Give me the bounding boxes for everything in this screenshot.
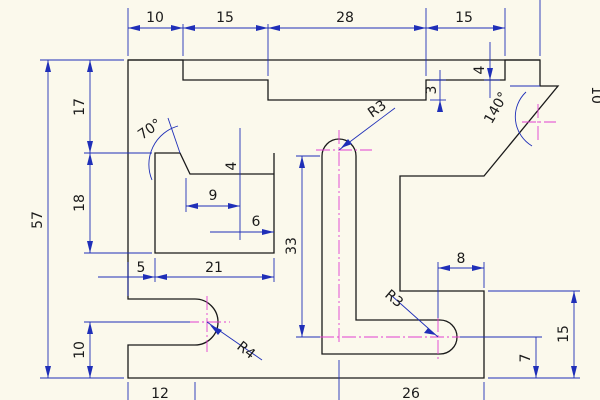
l-shaped-slot [321, 138, 458, 355]
radius-r4: R4 [234, 339, 259, 363]
dimension-labels: 10 15 28 15 57 17 18 10 70° 4 9 6 5 21 3… [30, 10, 600, 400]
dim-low-5: 5 [137, 260, 146, 276]
dim-notch-4: 4 [224, 161, 240, 170]
dim-top-10: 10 [146, 10, 164, 26]
dim-step-4: 4 [472, 65, 488, 74]
dim-right-15: 15 [556, 325, 572, 343]
angle-140: 140° [481, 89, 512, 126]
dim-right-7: 7 [518, 354, 534, 363]
dim-overall-57: 57 [30, 211, 46, 229]
dim-edge-10: 10 [588, 86, 600, 104]
center-lines [185, 104, 556, 360]
part-outline [127, 59, 560, 379]
dim-top-15b: 15 [455, 10, 473, 26]
dim-top-15a: 15 [216, 10, 234, 26]
dim-left-10: 10 [72, 341, 88, 359]
dim-bottom-12: 12 [151, 386, 169, 400]
dim-slot-33: 33 [284, 237, 300, 255]
dimension-geometry [40, 0, 580, 400]
dim-left-18: 18 [72, 194, 88, 212]
angle-70: 70° [135, 116, 165, 143]
radius-r3-top: R3 [365, 97, 389, 121]
arrowheads [45, 25, 577, 378]
dim-notch-6: 6 [252, 214, 261, 230]
dim-notch-9: 9 [209, 188, 218, 204]
outer-contour [127, 59, 560, 379]
dim-low-21: 21 [205, 260, 223, 276]
notch-pocket [154, 152, 275, 254]
dim-step-3: 3 [424, 86, 440, 95]
dim-left-17: 17 [72, 98, 88, 116]
dim-slot-8: 8 [457, 251, 466, 267]
dim-bottom-26: 26 [402, 386, 420, 400]
dim-top-28: 28 [336, 10, 354, 26]
